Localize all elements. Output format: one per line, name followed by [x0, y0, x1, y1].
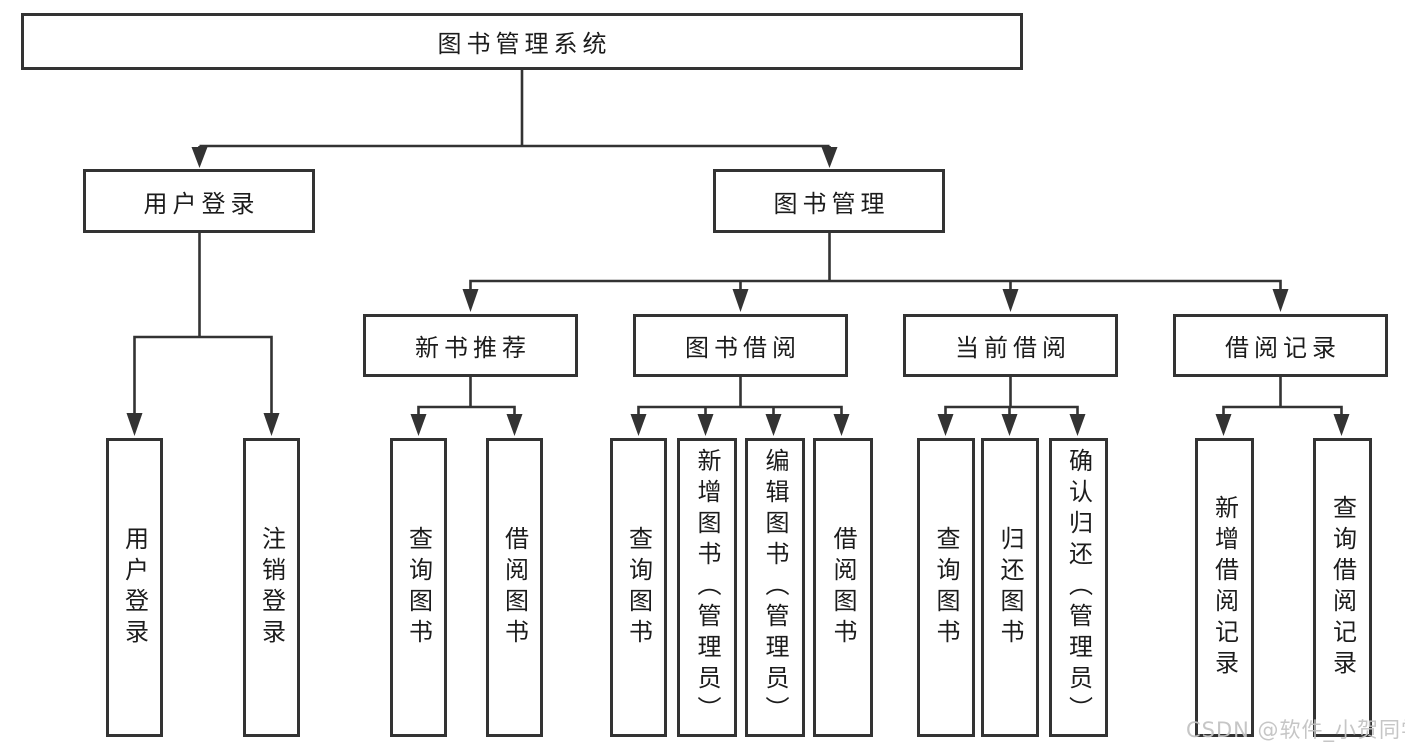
- connector-recommend-to-leaves: [410, 377, 523, 436]
- connector-borrow-to-leaves: [630, 377, 850, 436]
- node-book-borrow: 图书借阅: [633, 314, 848, 377]
- leaf-recommend-borrow-book: 借阅图书: [486, 438, 543, 737]
- node-label: 借阅记录: [1225, 334, 1341, 362]
- node-label: 图书借阅: [685, 334, 801, 362]
- node-library-management-system: 图书管理系统: [21, 13, 1023, 70]
- connector-root-to-level2: [191, 70, 838, 168]
- leaf-label: 查询图书: [932, 525, 960, 650]
- connector-records-to-leaves: [1215, 377, 1350, 436]
- leaf-query-borrow-record: 查询借阅记录: [1313, 438, 1372, 737]
- leaf-add-borrow-record: 新增借阅记录: [1195, 438, 1254, 737]
- node-label: 图书管理系统: [437, 30, 612, 58]
- node-borrow-records: 借阅记录: [1173, 314, 1388, 377]
- node-label: 图书管理: [773, 189, 890, 218]
- node-current-borrow: 当前借阅: [903, 314, 1118, 377]
- node-new-book-recommend: 新书推荐: [363, 314, 578, 377]
- leaf-label: 编辑图书（管理员）: [761, 448, 789, 727]
- watermark: CSDN @软件_小贺同学: [1186, 718, 1405, 742]
- leaf-current-confirm-return-admin: 确认归还（管理员）: [1049, 438, 1108, 737]
- node-label: 当前借阅: [955, 334, 1071, 362]
- leaf-label: 用户登录: [120, 525, 149, 650]
- leaf-label: 确认归还（管理员）: [1064, 448, 1093, 727]
- node-book-management: 图书管理: [713, 169, 945, 233]
- connector-books-to-level3: [462, 233, 1289, 312]
- leaf-label: 查询借阅记录: [1328, 494, 1357, 681]
- leaf-label: 查询图书: [624, 525, 653, 650]
- leaf-label: 新增图书（管理员）: [693, 448, 721, 727]
- connector-current-to-leaves: [937, 377, 1086, 436]
- leaf-current-query-book: 查询图书: [917, 438, 975, 737]
- leaf-label: 归还图书: [996, 525, 1024, 650]
- connector-user-to-leaves: [126, 233, 280, 436]
- leaf-label: 借阅图书: [500, 525, 529, 650]
- leaf-label: 新增借阅记录: [1210, 494, 1239, 681]
- leaf-borrow-borrow-book: 借阅图书: [813, 438, 873, 737]
- node-label: 用户登录: [143, 189, 260, 218]
- leaf-label: 借阅图书: [829, 525, 857, 650]
- leaf-logout: 注销登录: [243, 438, 300, 737]
- leaf-borrow-query-book: 查询图书: [610, 438, 667, 737]
- leaf-label: 查询图书: [404, 525, 433, 650]
- node-user-login: 用户登录: [83, 169, 315, 233]
- leaf-recommend-query-book: 查询图书: [390, 438, 447, 737]
- leaf-borrow-edit-book-admin: 编辑图书（管理员）: [745, 438, 805, 737]
- leaf-current-return-book: 归还图书: [981, 438, 1039, 737]
- leaf-user-login: 用户登录: [106, 438, 163, 737]
- leaf-label: 注销登录: [257, 525, 286, 650]
- leaf-borrow-add-book-admin: 新增图书（管理员）: [677, 438, 737, 737]
- node-label: 新书推荐: [415, 334, 531, 362]
